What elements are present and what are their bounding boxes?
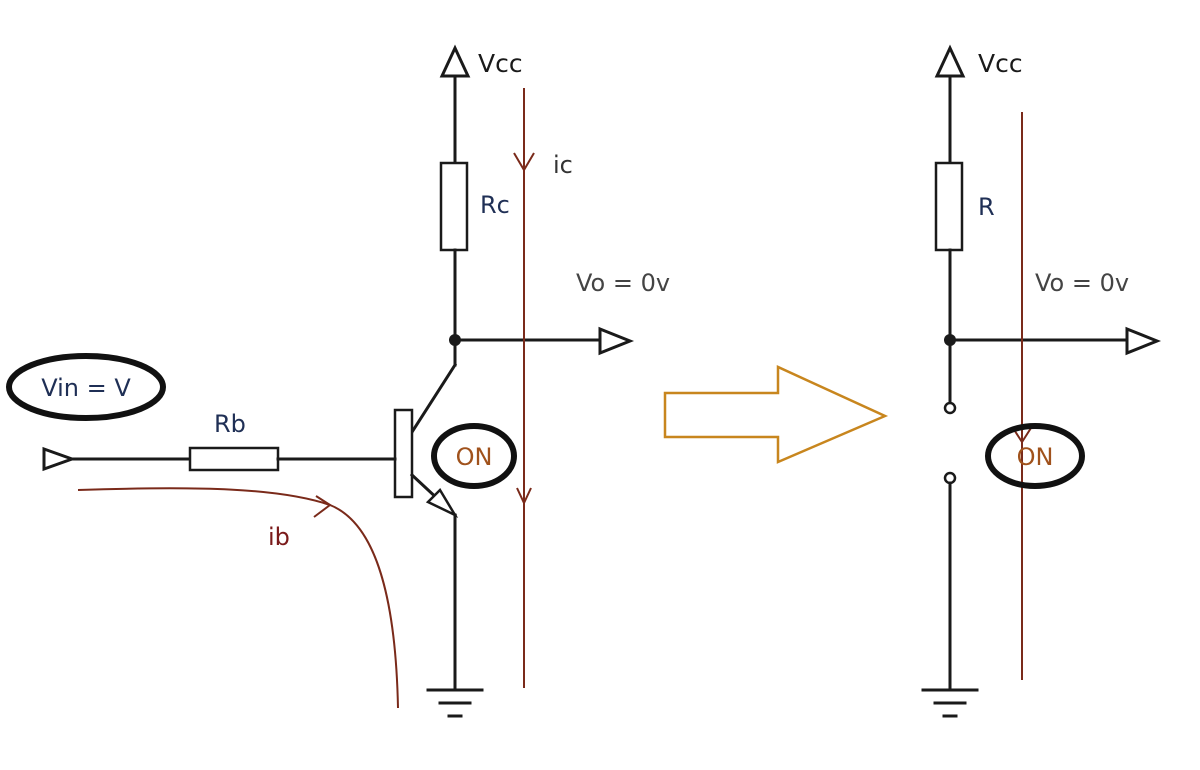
transistor-base-bar — [393, 408, 414, 499]
rc-label: Rc — [480, 191, 510, 219]
output-terminal-left — [598, 326, 635, 356]
transistor-emitter-arrow — [425, 487, 459, 518]
vin-label: Vin = V — [41, 374, 131, 402]
on-highlight-ellipse-right — [985, 423, 1085, 489]
on-label-left: ON — [456, 443, 493, 471]
vin-highlight-ellipse — [6, 353, 166, 421]
on-label-right: ON — [1017, 443, 1054, 471]
output-terminal-right — [1125, 326, 1162, 356]
ic-arrow-bottom — [516, 487, 532, 506]
vcc-label-right: Vcc — [978, 49, 1023, 78]
vcc-supply-arrow-right — [934, 44, 966, 78]
vo-label-right: Vo = 0v — [1035, 269, 1129, 297]
ib-current-curve — [77, 487, 399, 709]
right-circuit: Vcc R Vo = 0v ON — [921, 44, 1162, 718]
ib-arrow-head — [313, 495, 332, 518]
on-arrow-right — [1012, 427, 1032, 444]
vcc-supply-arrow-left — [439, 44, 471, 78]
r-resistor — [934, 161, 964, 252]
vcc-label-left: Vcc — [478, 49, 523, 78]
switch-contact-top — [943, 401, 957, 415]
rc-resistor — [439, 161, 469, 252]
rb-resistor — [188, 446, 280, 472]
on-highlight-ellipse-left — [431, 423, 517, 489]
left-circuit: Vcc Rc Vo = 0v ON Rb Vin = V — [6, 44, 670, 718]
input-terminal — [42, 446, 77, 472]
ib-label: ib — [268, 523, 290, 551]
r-label: R — [978, 193, 995, 221]
ic-label: ic — [553, 151, 573, 179]
vo-label-left: Vo = 0v — [576, 269, 670, 297]
ic-arrow-top — [513, 152, 535, 172]
transform-arrow — [663, 365, 889, 464]
rb-label: Rb — [214, 410, 246, 438]
transistor-collector-diag — [409, 362, 458, 435]
